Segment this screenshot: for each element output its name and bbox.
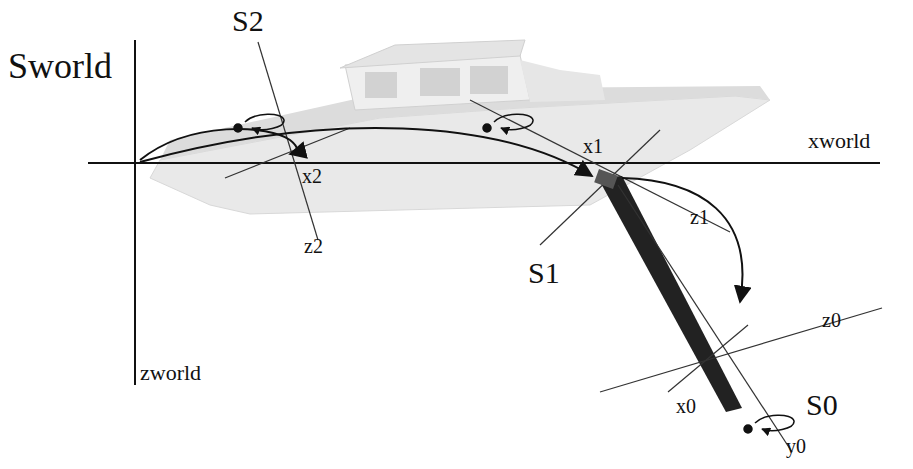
transform-arrows <box>140 128 742 302</box>
boat <box>150 40 770 214</box>
rotation-symbols <box>234 114 794 433</box>
axis-label: zworld <box>140 362 201 384</box>
axis-label: z1 <box>690 207 709 227</box>
axis-label: z0 <box>822 310 841 330</box>
axis-label: x2 <box>302 166 322 186</box>
world-axes <box>88 40 880 385</box>
frame-label: S1 <box>528 258 560 288</box>
rudder <box>598 176 742 412</box>
s-world: Sworld <box>8 48 112 84</box>
frame-label: S0 <box>806 390 838 420</box>
s2-axes <box>225 42 350 240</box>
s1-origin <box>594 169 618 189</box>
s0-axes <box>600 185 882 452</box>
axis-label: xworld <box>808 130 870 152</box>
axis-label: x1 <box>583 136 603 156</box>
axis-label: z2 <box>304 236 323 256</box>
frame-label: S2 <box>232 6 264 36</box>
s1-axes <box>470 100 730 245</box>
axis-label: y0 <box>786 436 806 456</box>
axis-label: x0 <box>676 396 696 416</box>
